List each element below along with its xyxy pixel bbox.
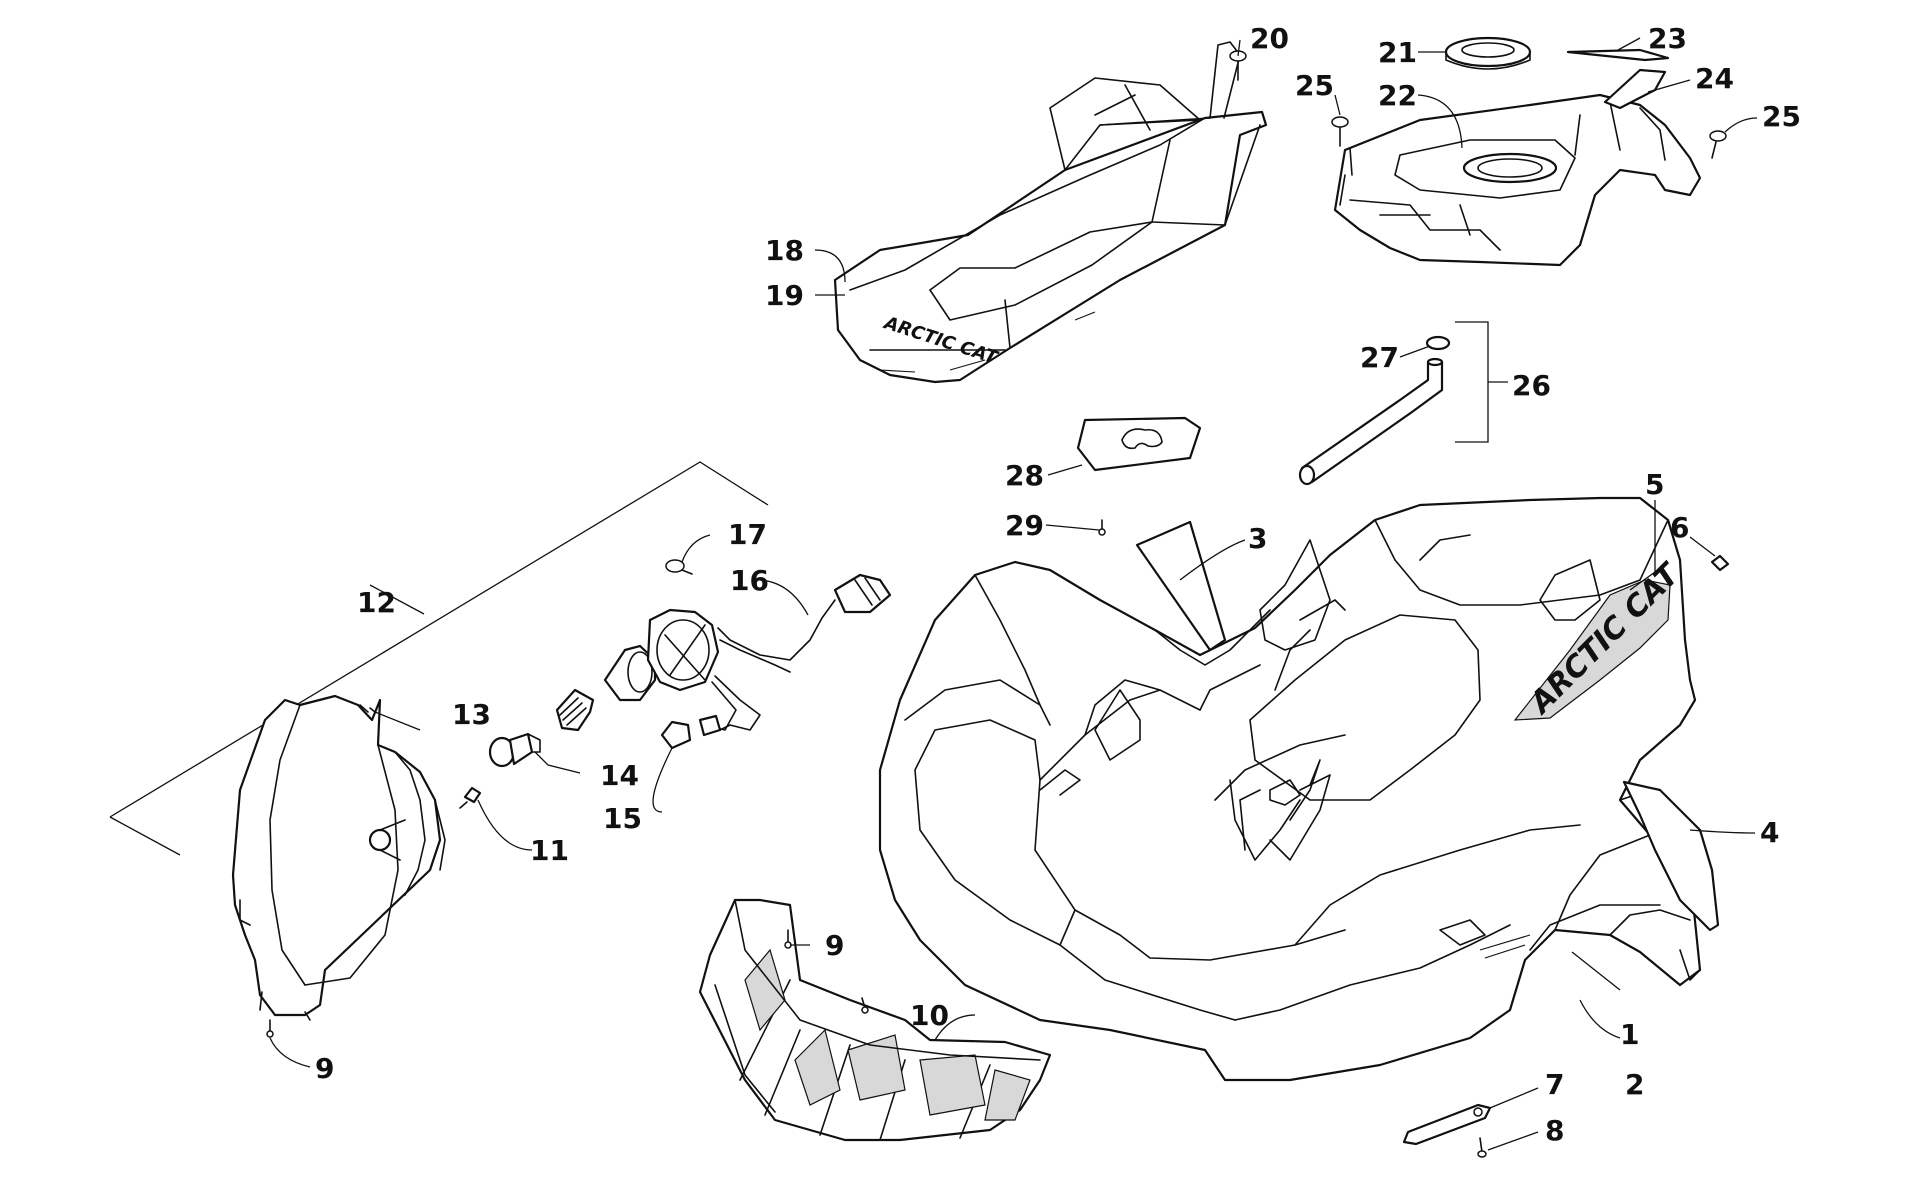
callout-11: 11 xyxy=(530,834,569,867)
rack-insert-24 xyxy=(1603,68,1667,110)
callout-25-right: 25 xyxy=(1762,100,1801,133)
callout-4: 4 xyxy=(1760,816,1779,849)
decal-3 xyxy=(1135,520,1227,652)
callout-25-left: 25 xyxy=(1295,69,1334,102)
screw-9-lower xyxy=(266,1019,274,1038)
callout-3: 3 xyxy=(1248,522,1267,555)
bulb-14 xyxy=(488,732,541,768)
callout-9-lower: 9 xyxy=(315,1052,334,1085)
hood-cover: ARCTIC CAT xyxy=(833,41,1268,384)
bracket-12 xyxy=(109,461,769,856)
callout-13: 13 xyxy=(452,698,491,731)
screw-29 xyxy=(1098,519,1106,536)
decal-7 xyxy=(1402,1103,1492,1146)
hose-clamp xyxy=(1425,335,1451,351)
callout-19: 19 xyxy=(765,279,804,312)
bulb-15 xyxy=(660,714,722,750)
callout-1: 1 xyxy=(1620,1018,1639,1051)
socket-14 xyxy=(555,688,595,732)
decal-4 xyxy=(1622,780,1720,932)
callout-27: 27 xyxy=(1360,341,1399,374)
callout-9-grille: 9 xyxy=(825,929,844,962)
callout-18: 18 xyxy=(765,234,804,267)
callout-17: 17 xyxy=(728,518,767,551)
rubber-pad xyxy=(1076,416,1202,472)
callout-10: 10 xyxy=(910,999,949,1032)
bracket-26 xyxy=(1455,321,1508,443)
wiring-harness-16 xyxy=(704,573,892,731)
callout-6: 6 xyxy=(1670,511,1689,544)
callout-16: 16 xyxy=(730,564,769,597)
callout-22: 22 xyxy=(1378,79,1417,112)
screw-8 xyxy=(1477,1137,1487,1158)
callout-labels: 1 2 3 4 5 6 7 8 9 9 10 11 12 13 14 15 16… xyxy=(315,22,1801,1147)
callout-5: 5 xyxy=(1645,468,1664,501)
front-grille xyxy=(698,898,1052,1142)
callout-24: 24 xyxy=(1695,62,1734,95)
vent-hose xyxy=(1298,357,1444,486)
socket-cap-16 xyxy=(646,608,720,692)
front-fender xyxy=(878,496,1702,1082)
callout-7: 7 xyxy=(1545,1068,1564,1101)
callout-29: 29 xyxy=(1005,509,1044,542)
callout-2: 2 xyxy=(1625,1068,1644,1101)
callout-26: 26 xyxy=(1512,369,1551,402)
callout-15: 15 xyxy=(603,802,642,835)
rack-panel xyxy=(1333,93,1702,267)
screw-17 xyxy=(665,559,693,575)
headlight-housing xyxy=(231,694,446,1021)
callout-8: 8 xyxy=(1545,1114,1564,1147)
clip-11 xyxy=(459,786,482,809)
callout-28: 28 xyxy=(1005,459,1044,492)
callout-21: 21 xyxy=(1378,36,1417,69)
callout-14: 14 xyxy=(600,759,639,792)
screw-25-left xyxy=(1331,116,1349,147)
leader-lines xyxy=(269,37,1758,1151)
callout-23: 23 xyxy=(1648,22,1687,55)
screw-25-right xyxy=(1709,130,1727,159)
screw-9-grille-b xyxy=(861,997,869,1014)
rack-insert-23 xyxy=(1566,48,1670,62)
filler-grommet xyxy=(1444,36,1532,70)
callout-12: 12 xyxy=(357,586,396,619)
clip-6 xyxy=(1710,554,1730,572)
callout-20: 20 xyxy=(1250,22,1289,55)
